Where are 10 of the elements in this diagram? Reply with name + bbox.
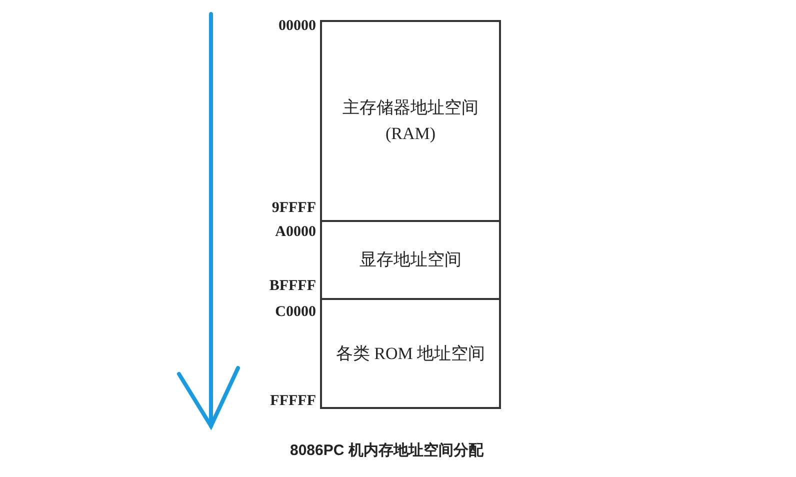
memory-region-box: 各类 ROM 地址空间 [320, 298, 501, 409]
memory-region-box: 主存储器地址空间 (RAM) [320, 20, 501, 222]
address-label: 9FFFF [270, 200, 316, 217]
address-label: 00000 [278, 18, 316, 35]
address-label: A0000 [274, 224, 316, 241]
caption: 8086PC 机内存地址空间分配 [290, 441, 484, 460]
memory-region-box: 显存地址空间 [320, 220, 501, 300]
address-label: C0000 [274, 304, 316, 321]
address-label: FFFFF [269, 393, 316, 410]
address-label: BFFFF [268, 278, 316, 295]
